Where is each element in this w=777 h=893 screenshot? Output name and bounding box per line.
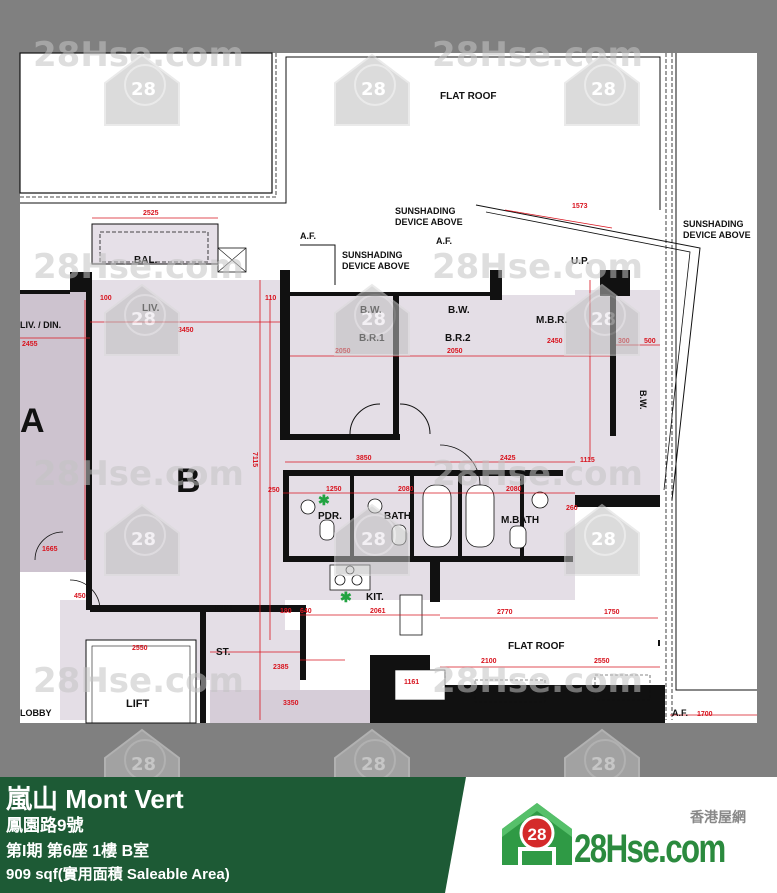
brand-logo: 28 香港屋網 28Hse.com [500,797,746,877]
master-bedroom-label: M.B.R. [536,315,567,326]
svg-text:450: 450 [74,593,86,600]
unit-label: B [176,462,201,500]
svg-text:1665: 1665 [42,546,58,553]
svg-text:3850: 3850 [356,455,372,462]
svg-text:28: 28 [361,529,386,550]
kitchen-label: KIT. [366,592,384,603]
svg-text:28: 28 [131,79,156,100]
floor-plan-image: ✱ ✱ [19,35,757,777]
svg-text:1573: 1573 [572,203,588,210]
svg-text:260: 260 [566,505,578,512]
svg-text:A.F.: A.F. [672,708,688,718]
svg-text:1250: 1250 [326,486,342,493]
svg-text:1700: 1700 [697,711,713,718]
svg-text:2450: 2450 [547,338,563,345]
svg-text:180: 180 [280,608,292,615]
svg-text:A.F.: A.F. [300,231,316,241]
svg-text:LOBBY: LOBBY [20,708,52,718]
brand-tagline: 香港屋網 [690,809,746,825]
svg-text:2525: 2525 [143,210,159,217]
listing-details-band: 嵐山 Mont Vert 鳳園路9號 第I期 第6座 1樓 B室 909 sqf… [0,777,466,893]
svg-text:SUNSHADING: SUNSHADING [683,219,744,229]
svg-text:28Hse.com: 28Hse.com [432,454,643,494]
svg-text:1115: 1115 [580,457,595,464]
svg-text:B.W.: B.W. [448,305,470,316]
dining-label: DIN. [215,604,235,615]
svg-text:110: 110 [265,295,276,302]
svg-text:DEVICE ABOVE: DEVICE ABOVE [683,230,751,240]
svg-text:M.BATH: M.BATH [501,515,539,526]
svg-text:2080: 2080 [506,486,522,493]
svg-text:28: 28 [591,754,616,775]
property-title: 嵐山 Mont Vert [6,784,184,814]
house-logo-icon: 28 [502,803,572,865]
svg-text:2050: 2050 [447,348,463,355]
svg-text:2080: 2080 [398,486,414,493]
svg-text:2061: 2061 [370,608,386,615]
svg-text:28Hse.com: 28Hse.com [432,247,643,287]
svg-text:✱: ✱ [340,589,352,605]
svg-text:1161: 1161 [404,679,419,686]
svg-text:28: 28 [361,754,386,775]
svg-text:DEVICE ABOVE: DEVICE ABOVE [395,217,463,227]
svg-text:7115: 7115 [251,452,258,467]
svg-text:LIFT: LIFT [126,698,149,710]
svg-text:28Hse.com: 28Hse.com [33,454,244,494]
saleable-area: 909 sqf(實用面積 Saleable Area) [6,866,230,883]
flat-roof-label: FLAT ROOF [440,91,496,102]
svg-text:3350: 3350 [283,700,299,707]
svg-text:B.W.: B.W. [638,390,648,410]
property-address: 鳳園路9號 [6,816,84,835]
svg-text:28: 28 [591,529,616,550]
svg-text:28: 28 [591,309,616,330]
svg-text:28: 28 [591,79,616,100]
floor-plan-drawing: ✱ ✱ [19,35,757,777]
svg-text:LIV. / DIN.: LIV. / DIN. [20,320,61,330]
svg-text:28Hse.com: 28Hse.com [33,247,244,287]
svg-text:2100: 2100 [481,658,497,665]
svg-text:28: 28 [528,825,547,844]
svg-text:A.F.: A.F. [436,236,452,246]
svg-text:U.P.: U.P. [571,256,589,267]
svg-text:SUNSHADING: SUNSHADING [342,250,403,260]
svg-text:2770: 2770 [497,609,513,616]
svg-text:ST.: ST. [216,647,231,658]
svg-text:640: 640 [300,608,312,615]
svg-text:250: 250 [268,487,280,494]
bedroom2-label: B.R.2 [445,333,471,344]
svg-text:28: 28 [361,309,386,330]
brand-name: 28Hse.com [574,827,726,871]
svg-text:28: 28 [131,754,156,775]
svg-text:✱: ✱ [318,492,330,508]
svg-text:28Hse.com: 28Hse.com [432,661,643,701]
svg-text:2425: 2425 [500,455,516,462]
svg-text:PDR.: PDR. [318,511,342,522]
listing-info-panel: 嵐山 Mont Vert 鳳園路9號 第I期 第6座 1樓 B室 909 sqf… [0,777,777,893]
svg-text:2455: 2455 [22,341,38,348]
svg-text:BATH: BATH [384,511,411,522]
svg-text:A: A [20,402,45,440]
svg-text:2550: 2550 [132,645,148,652]
unit-info: 第I期 第6座 1樓 B室 [6,843,150,860]
watermark-layer: 28Hse.com 28Hse.com 28Hse.com 28Hse.com … [33,35,643,777]
balcony-label: BAL. [134,255,158,266]
svg-text:DEVICE ABOVE: DEVICE ABOVE [342,261,410,271]
svg-text:1750: 1750 [604,609,620,616]
svg-text:3450: 3450 [178,327,194,334]
svg-text:100: 100 [100,295,112,302]
svg-text:28: 28 [131,529,156,550]
svg-text:FLAT ROOF: FLAT ROOF [508,641,564,652]
svg-text:28: 28 [361,79,386,100]
svg-text:SUNSHADING: SUNSHADING [395,206,456,216]
svg-text:2385: 2385 [273,664,289,671]
svg-text:28Hse.com: 28Hse.com [33,661,244,701]
svg-text:500: 500 [644,338,656,345]
svg-text:28: 28 [131,309,156,330]
svg-text:2550: 2550 [594,658,610,665]
